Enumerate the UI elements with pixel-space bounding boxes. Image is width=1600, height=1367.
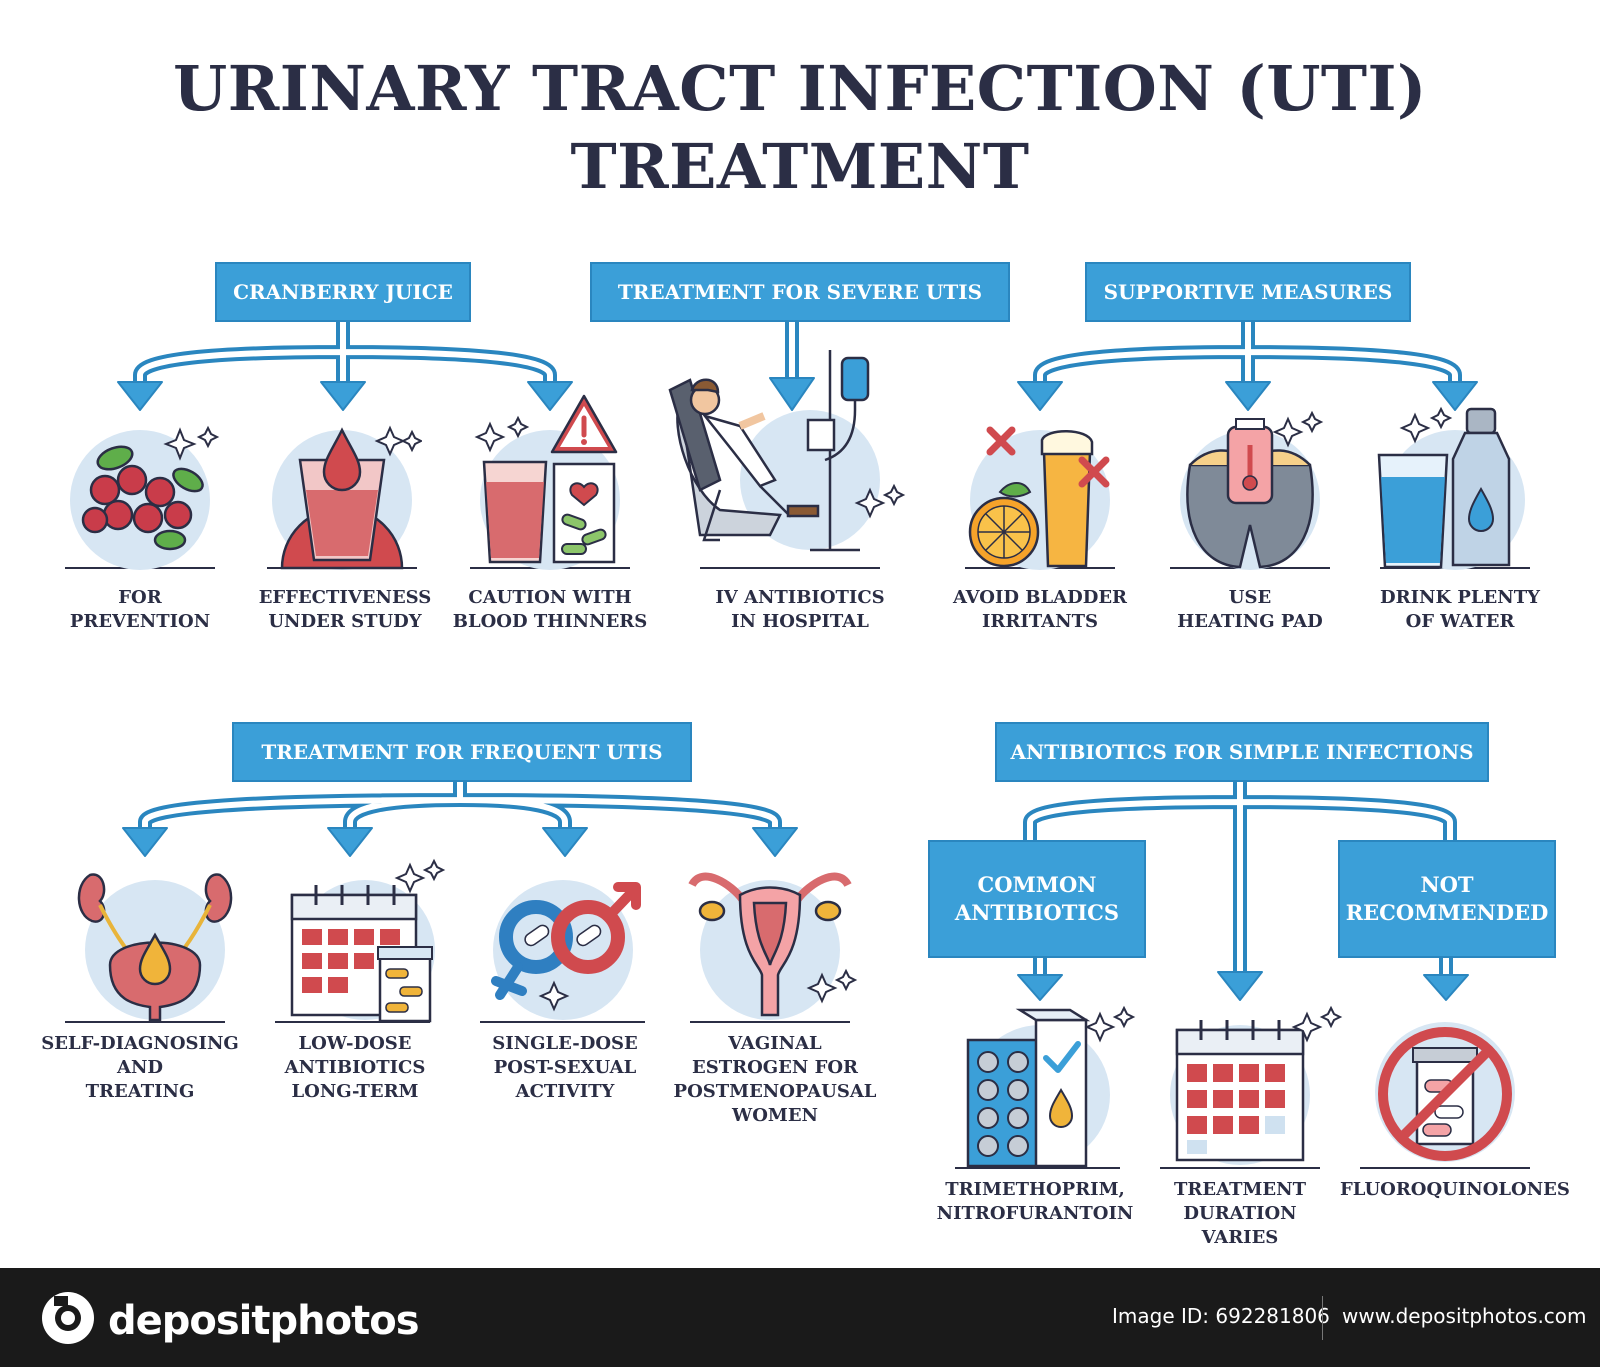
footer-divider	[1322, 1296, 1323, 1340]
footer-brand: depositphotos	[108, 1298, 420, 1344]
juice-glass-icon	[272, 425, 422, 570]
footer-url: www.depositphotos.com	[1342, 1304, 1587, 1328]
subheader-common-antibiotics: COMMON ANTIBIOTICS	[928, 840, 1146, 958]
label-treatment-duration: TREATMENT DURATION VARIES	[1174, 1179, 1306, 1248]
water-bottle-icon	[1377, 406, 1525, 570]
label-fluoroquinolones: FLUOROQUINOLONES	[1340, 1179, 1570, 1200]
label-use-heating-pad: USE HEATING PAD	[1177, 587, 1323, 632]
page-title-line1: URINARY TRACT INFECTION (UTI)	[173, 52, 1427, 125]
header-severe-utis: TREATMENT FOR SEVERE UTIS	[590, 262, 1010, 322]
header-simple-infections: ANTIBIOTICS FOR SIMPLE INFECTIONS	[995, 722, 1489, 782]
calendar-icon	[1170, 1005, 1343, 1165]
gender-symbols-icon	[491, 880, 641, 1020]
label-vaginal-estrogen: VAGINAL ESTROGEN FOR POSTMENOPAUSAL WOME…	[673, 1033, 877, 1126]
footer-image-id: Image ID: 692281806	[1112, 1304, 1330, 1328]
page-title-line2: TREATMENT	[570, 130, 1030, 203]
depositphotos-logo-icon	[42, 1292, 94, 1344]
cranberries-icon	[70, 425, 220, 570]
flow-arrows	[65, 315, 1530, 1169]
label-single-dose: SINGLE-DOSE POST-SEXUAL ACTIVITY	[492, 1033, 638, 1102]
label-trimethoprim: TRIMETHOPRIM, NITROFURANTOIN	[936, 1179, 1134, 1224]
watermark-footer: depositphotos Image ID: 692281806 www.de…	[0, 1268, 1600, 1367]
header-supportive-measures: SUPPORTIVE MEASURES	[1085, 262, 1411, 322]
label-for-prevention: FOR PREVENTION	[69, 587, 211, 632]
heating-pad-icon	[1180, 410, 1324, 570]
label-avoid-bladder-irritants: AVOID BLADDER IRRITANTS	[952, 587, 1127, 632]
header-cranberry-juice: CRANBERRY JUICE	[215, 262, 471, 322]
header-frequent-utis: TREATMENT FOR FREQUENT UTIS	[232, 722, 692, 782]
warning-pills-icon	[474, 394, 620, 570]
calendar-pills-icon	[290, 858, 446, 1023]
label-drink-water: DRINK PLENTY OF WATER	[1380, 587, 1540, 632]
uterus-icon	[688, 872, 858, 1020]
label-effectiveness-under-study: EFFECTIVENESS UNDER STUDY	[258, 587, 432, 632]
label-low-dose-antibiotics: LOW-DOSE ANTIBIOTICS LONG-TERM	[284, 1033, 426, 1102]
subheader-not-recommended: NOT RECOMMENDED	[1338, 840, 1556, 958]
label-caution-blood-thinners: CAUTION WITH BLOOD THINNERS	[452, 587, 648, 632]
pill-blister-icon	[966, 1005, 1136, 1168]
kidneys-bladder-icon	[77, 873, 233, 1022]
iv-drip-patient-icon	[668, 350, 906, 552]
label-iv-antibiotics: IV ANTIBIOTICS IN HOSPITAL	[715, 587, 885, 632]
citrus-beer-icon	[968, 426, 1110, 570]
prohibited-pills-icon	[1375, 1022, 1515, 1162]
label-self-diagnosing: SELF-DIAGNOSING AND TREATING	[41, 1033, 239, 1102]
